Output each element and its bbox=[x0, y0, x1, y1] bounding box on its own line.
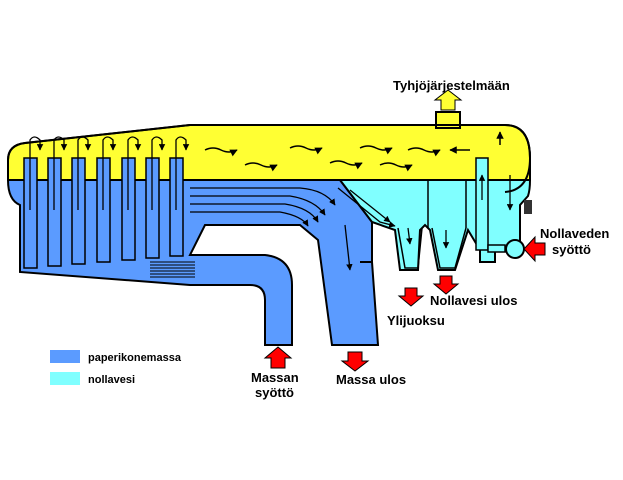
io-arrows bbox=[263, 89, 546, 372]
zero-water-out-arrow bbox=[432, 275, 460, 295]
legend-swatch-zero-water bbox=[50, 372, 80, 385]
overflow-label: Ylijuoksu bbox=[387, 313, 445, 328]
zero-water-out-label: Nollavesi ulos bbox=[430, 293, 517, 308]
zero-water-feed-pipe bbox=[487, 244, 506, 253]
air-flow-arrow bbox=[244, 162, 278, 172]
legend-label-zero-water: nollavesi bbox=[88, 374, 135, 386]
overflow-arrow bbox=[397, 287, 425, 307]
zero-water-feed-tube bbox=[475, 157, 489, 251]
stock-flow-lines bbox=[190, 174, 514, 271]
stock-flow-line bbox=[337, 187, 396, 228]
air-flow-arrow bbox=[379, 162, 413, 172]
zero-water-valve bbox=[505, 239, 525, 259]
air-flow-arrow bbox=[329, 160, 363, 170]
air-flow-arrows bbox=[204, 131, 504, 172]
stock-flow-line bbox=[190, 203, 319, 223]
pipe-flow-arrow bbox=[29, 136, 44, 210]
tank-outline bbox=[7, 124, 532, 193]
stock-flow-line bbox=[344, 224, 353, 271]
pipe-flow-arrow bbox=[102, 136, 117, 210]
air-space bbox=[7, 111, 531, 181]
stock-flow-line bbox=[190, 187, 336, 206]
stock-flow-line bbox=[190, 211, 309, 227]
air-flow-arrow bbox=[289, 145, 323, 155]
stock-distribution-pipes bbox=[23, 136, 195, 278]
air-flow-arrow bbox=[359, 145, 393, 155]
zero-water-body bbox=[337, 157, 532, 271]
overflow-flow bbox=[406, 227, 413, 245]
vacuum-label: Tyhjöjärjestelmään bbox=[393, 78, 510, 93]
zero-water-feed-label-1: Nollaveden bbox=[540, 226, 609, 241]
legend-swatch-stock bbox=[50, 350, 80, 363]
zero-water-out-cone bbox=[431, 227, 467, 269]
stock-feed-arrow bbox=[263, 346, 293, 369]
sight-glass bbox=[524, 200, 532, 214]
zero-water-feed-arrow bbox=[523, 235, 546, 263]
pipe-flow-arrow bbox=[53, 136, 68, 210]
legend: paperikonemassa nollavesi bbox=[50, 350, 182, 386]
stock-out-arrow bbox=[340, 351, 370, 372]
stock-flow-line bbox=[349, 189, 391, 223]
vacuum-arrow bbox=[433, 89, 463, 111]
stock-out-label: Massa ulos bbox=[336, 372, 406, 387]
pipe-flow-arrow bbox=[77, 136, 92, 210]
pipe-flow-arrow bbox=[127, 136, 142, 210]
pipe-flow-arrow bbox=[175, 136, 190, 210]
air-flow-arrow bbox=[204, 147, 238, 157]
overflow-cone bbox=[397, 227, 423, 269]
air-space-fill bbox=[7, 124, 531, 181]
stock-flow-line bbox=[190, 195, 326, 216]
zero-water-feed-label-2: syöttö bbox=[552, 242, 591, 257]
stock-feed-label-2: syöttö bbox=[255, 385, 294, 400]
air-flow-arrow bbox=[407, 147, 441, 157]
legend-label-stock: paperikonemassa bbox=[88, 352, 182, 364]
pipe-flow-arrow bbox=[151, 136, 166, 210]
stock-feed-label-1: Massan bbox=[251, 370, 299, 385]
